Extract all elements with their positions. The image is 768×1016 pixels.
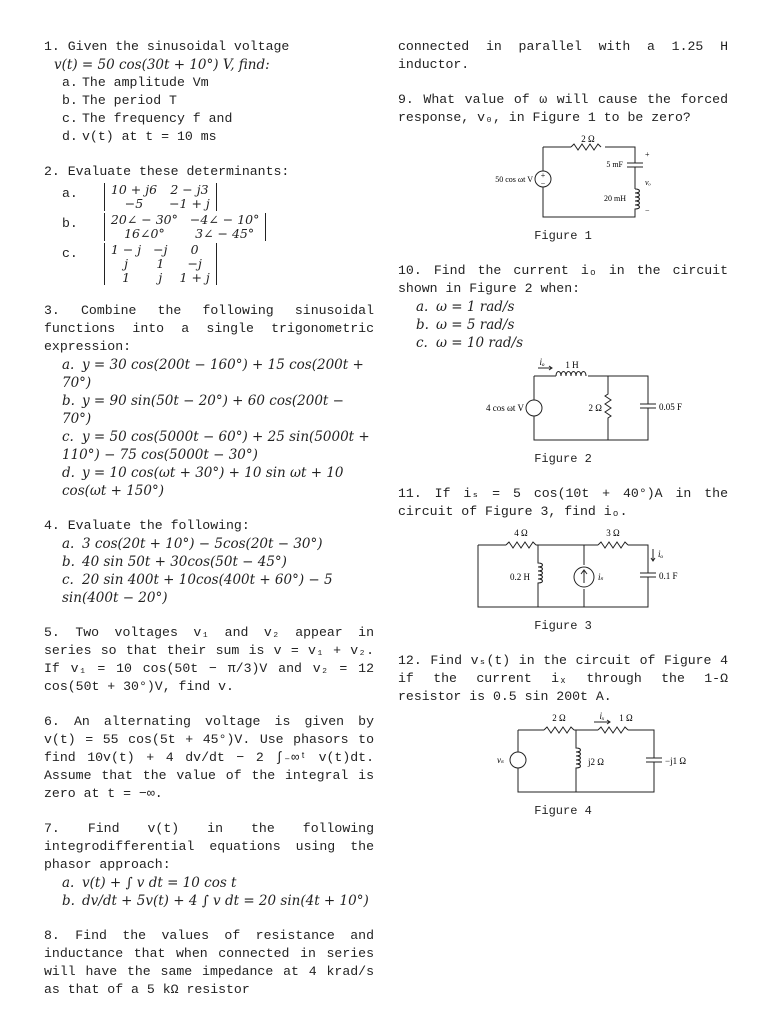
problem-10-item-b: b.ω = 5 rad/s [416,317,515,333]
problem-1-item-b: b.The period T [62,93,177,108]
figure-1-caption: Figure 1 [534,229,592,243]
problem-4-item-b: b.40 sin 50t + 30cos(50t − 45°) [62,554,287,570]
problem-1-item-a: a.The amplitude Vm [62,75,209,90]
figure-1-circuit: 2 Ω 5 mF 20 mH 50 cos ωt V + − + vₒ − [495,134,652,218]
problem-1-equation: v(t) = 50 cos(30t + 10°) V, find: [54,57,270,73]
fig4-inductor-label: j2 Ω [587,757,604,767]
fig1-vo-label: vₒ [645,178,652,187]
problem-1-items: a.The amplitude Vm b.The period T c.The … [44,74,374,146]
problem-8: 8. Find the values of resistance and ind… [44,927,374,999]
fig3-capacitor-label: 0.1 F [659,571,678,581]
problem-5: 5. Two voltages v₁ and v₂ appear in seri… [44,624,374,696]
fig1-capacitor-label: 5 mF [606,160,623,169]
fig3-inductor-label: 0.2 H [510,572,531,582]
fig3-resistor2-label: 3 Ω [606,528,620,538]
problem-4-item-a: a.3 cos(20t + 10°) − 5cos(20t − 30°) [62,536,323,552]
figure-2-circuit: iₒ 1 H 2 Ω 0.05 F 4 cos ωt V [486,357,682,441]
fig2-io-label: iₒ [539,357,545,367]
fig4-vs-label: vₛ [497,755,504,765]
fig2-source-label: 4 cos ωt V [486,403,525,413]
problem-4-item-c: c.20 sin 400t + 10cos(400t + 60°) − 5 si… [62,572,333,606]
fig1-vo-plus: + [645,150,650,159]
problem-11-stem: 11. If iₛ = 5 cos(10t + 40°)A in the cir… [398,486,728,519]
fig4-resistor2-label: 1 Ω [619,713,633,723]
fig3-resistor1-label: 4 Ω [514,528,528,538]
fig4-resistor1-label: 2 Ω [552,713,566,723]
problem-8-continued: connected in parallel with a 1.25 H indu… [398,38,728,74]
determinant-b: b. 20∠ − 30°−4∠ − 10° 16∠0°3∠ − 45° [62,213,374,241]
problem-9-stem: 9. What value of ω will cause the forced… [398,92,728,125]
problem-1-item-c: c.The frequency f and [62,111,233,126]
problem-12-stem: 12. Find vₛ(t) in the circuit of Figure … [398,653,728,704]
problem-10-item-c: c.ω = 10 rad/s [416,335,523,351]
problem-3-stem: 3. Combine the following sinusoidal func… [44,303,374,354]
problem-5-stem: 5. Two voltages v₁ and v₂ appear in seri… [44,625,374,694]
fig4-capacitor-label: −j1 Ω [665,756,686,766]
left-column: 1. Given the sinusoidal voltage v(t) = 5… [44,38,374,1016]
problem-8-stem-continued: connected in parallel with a 1.25 H indu… [398,39,728,72]
problem-1-stem: 1. Given the sinusoidal voltage [44,39,290,54]
figure-3-circuit: 4 Ω 3 Ω 0.2 H iₛ 0.1 F iₒ [477,528,678,608]
problem-7: 7. Find v(t) in the following integrodif… [44,820,374,910]
problem-1: 1. Given the sinusoidal voltage v(t) = 5… [44,38,374,146]
figure-2-caption: Figure 2 [534,452,592,466]
problem-6-stem: 6. An alternating voltage is given by v(… [44,714,374,801]
problem-7-stem: 7. Find v(t) in the following integrodif… [44,821,374,872]
fig2-resistor-label: 2 Ω [589,403,603,413]
fig1-vo-minus: − [645,206,650,215]
problem-3-items: a.y = 30 cos(200t − 160°) + 15 cos(200t … [44,356,374,500]
fig3-io-label: iₒ [658,549,664,559]
problem-11: 11. If iₛ = 5 cos(10t + 40°)A in the cir… [398,485,728,635]
problem-3-item-d: d.y = 10 cos(ωt + 30°) + 10 sin ωt + 10 … [62,465,344,499]
problem-3-item-c: c.y = 50 cos(5000t − 60°) + 25 sin(5000t… [62,429,370,463]
problem-3-item-b: b.y = 90 sin(50t − 20°) + 60 cos(200t − … [62,393,344,427]
problem-10: 10. Find the current iₒ in the circuit s… [398,262,728,468]
figure-4-caption: Figure 4 [534,804,592,818]
problem-10-item-a: a.ω = 1 rad/s [416,299,515,315]
fig1-source-label: 50 cos ωt V [495,175,533,184]
right-column: connected in parallel with a 1.25 H indu… [398,38,728,837]
worksheet-page: 1. Given the sinusoidal voltage v(t) = 5… [44,38,728,997]
problem-3: 3. Combine the following sinusoidal func… [44,302,374,500]
problem-4: 4. Evaluate the following: a.3 cos(20t +… [44,517,374,607]
fig2-inductor-label: 1 H [565,360,579,370]
problem-12: 12. Find vₛ(t) in the circuit of Figure … [398,652,728,820]
fig3-is-label: iₛ [598,572,604,582]
fig2-capacitor-label: 0.05 F [659,402,682,412]
problem-10-stem: 10. Find the current iₒ in the circuit s… [398,263,728,296]
problem-9: 9. What value of ω will cause the forced… [398,91,728,245]
fig1-source-minus: − [541,179,546,188]
fig1-source-plus: + [541,171,546,180]
problem-2: 2. Evaluate these determinants: a. 10 + … [44,163,374,285]
problem-4-items: a.3 cos(20t + 10°) − 5cos(20t − 30°) b.4… [44,535,374,607]
problem-6: 6. An alternating voltage is given by v(… [44,713,374,803]
problem-4-stem: 4. Evaluate the following: [44,518,250,533]
problem-1-item-d: d.v(t) at t = 10 ms [62,129,217,144]
fig4-ix-label: iₓ [599,711,605,721]
figure-4-circuit: 2 Ω iₓ 1 Ω vₛ j2 Ω −j1 Ω [497,711,686,793]
problem-2-stem: 2. Evaluate these determinants: [44,164,290,179]
figure-3-caption: Figure 3 [534,619,592,633]
problem-8-stem: 8. Find the values of resistance and ind… [44,928,374,997]
problem-7-item-b: b.dv/dt + 5v(t) + 4 ∫ v dt = 20 sin(4t +… [62,893,369,909]
problem-7-item-a: a.v(t) + ∫ v dt = 10 cos t [62,875,237,891]
problem-10-items: a.ω = 1 rad/s b.ω = 5 rad/s c.ω = 10 rad… [398,298,728,352]
problem-7-items: a.v(t) + ∫ v dt = 10 cos t b.dv/dt + 5v(… [44,874,374,910]
fig1-inductor-label: 20 mH [604,194,626,203]
problem-3-item-a: a.y = 30 cos(200t − 160°) + 15 cos(200t … [62,357,364,391]
fig1-resistor-label: 2 Ω [581,134,595,144]
